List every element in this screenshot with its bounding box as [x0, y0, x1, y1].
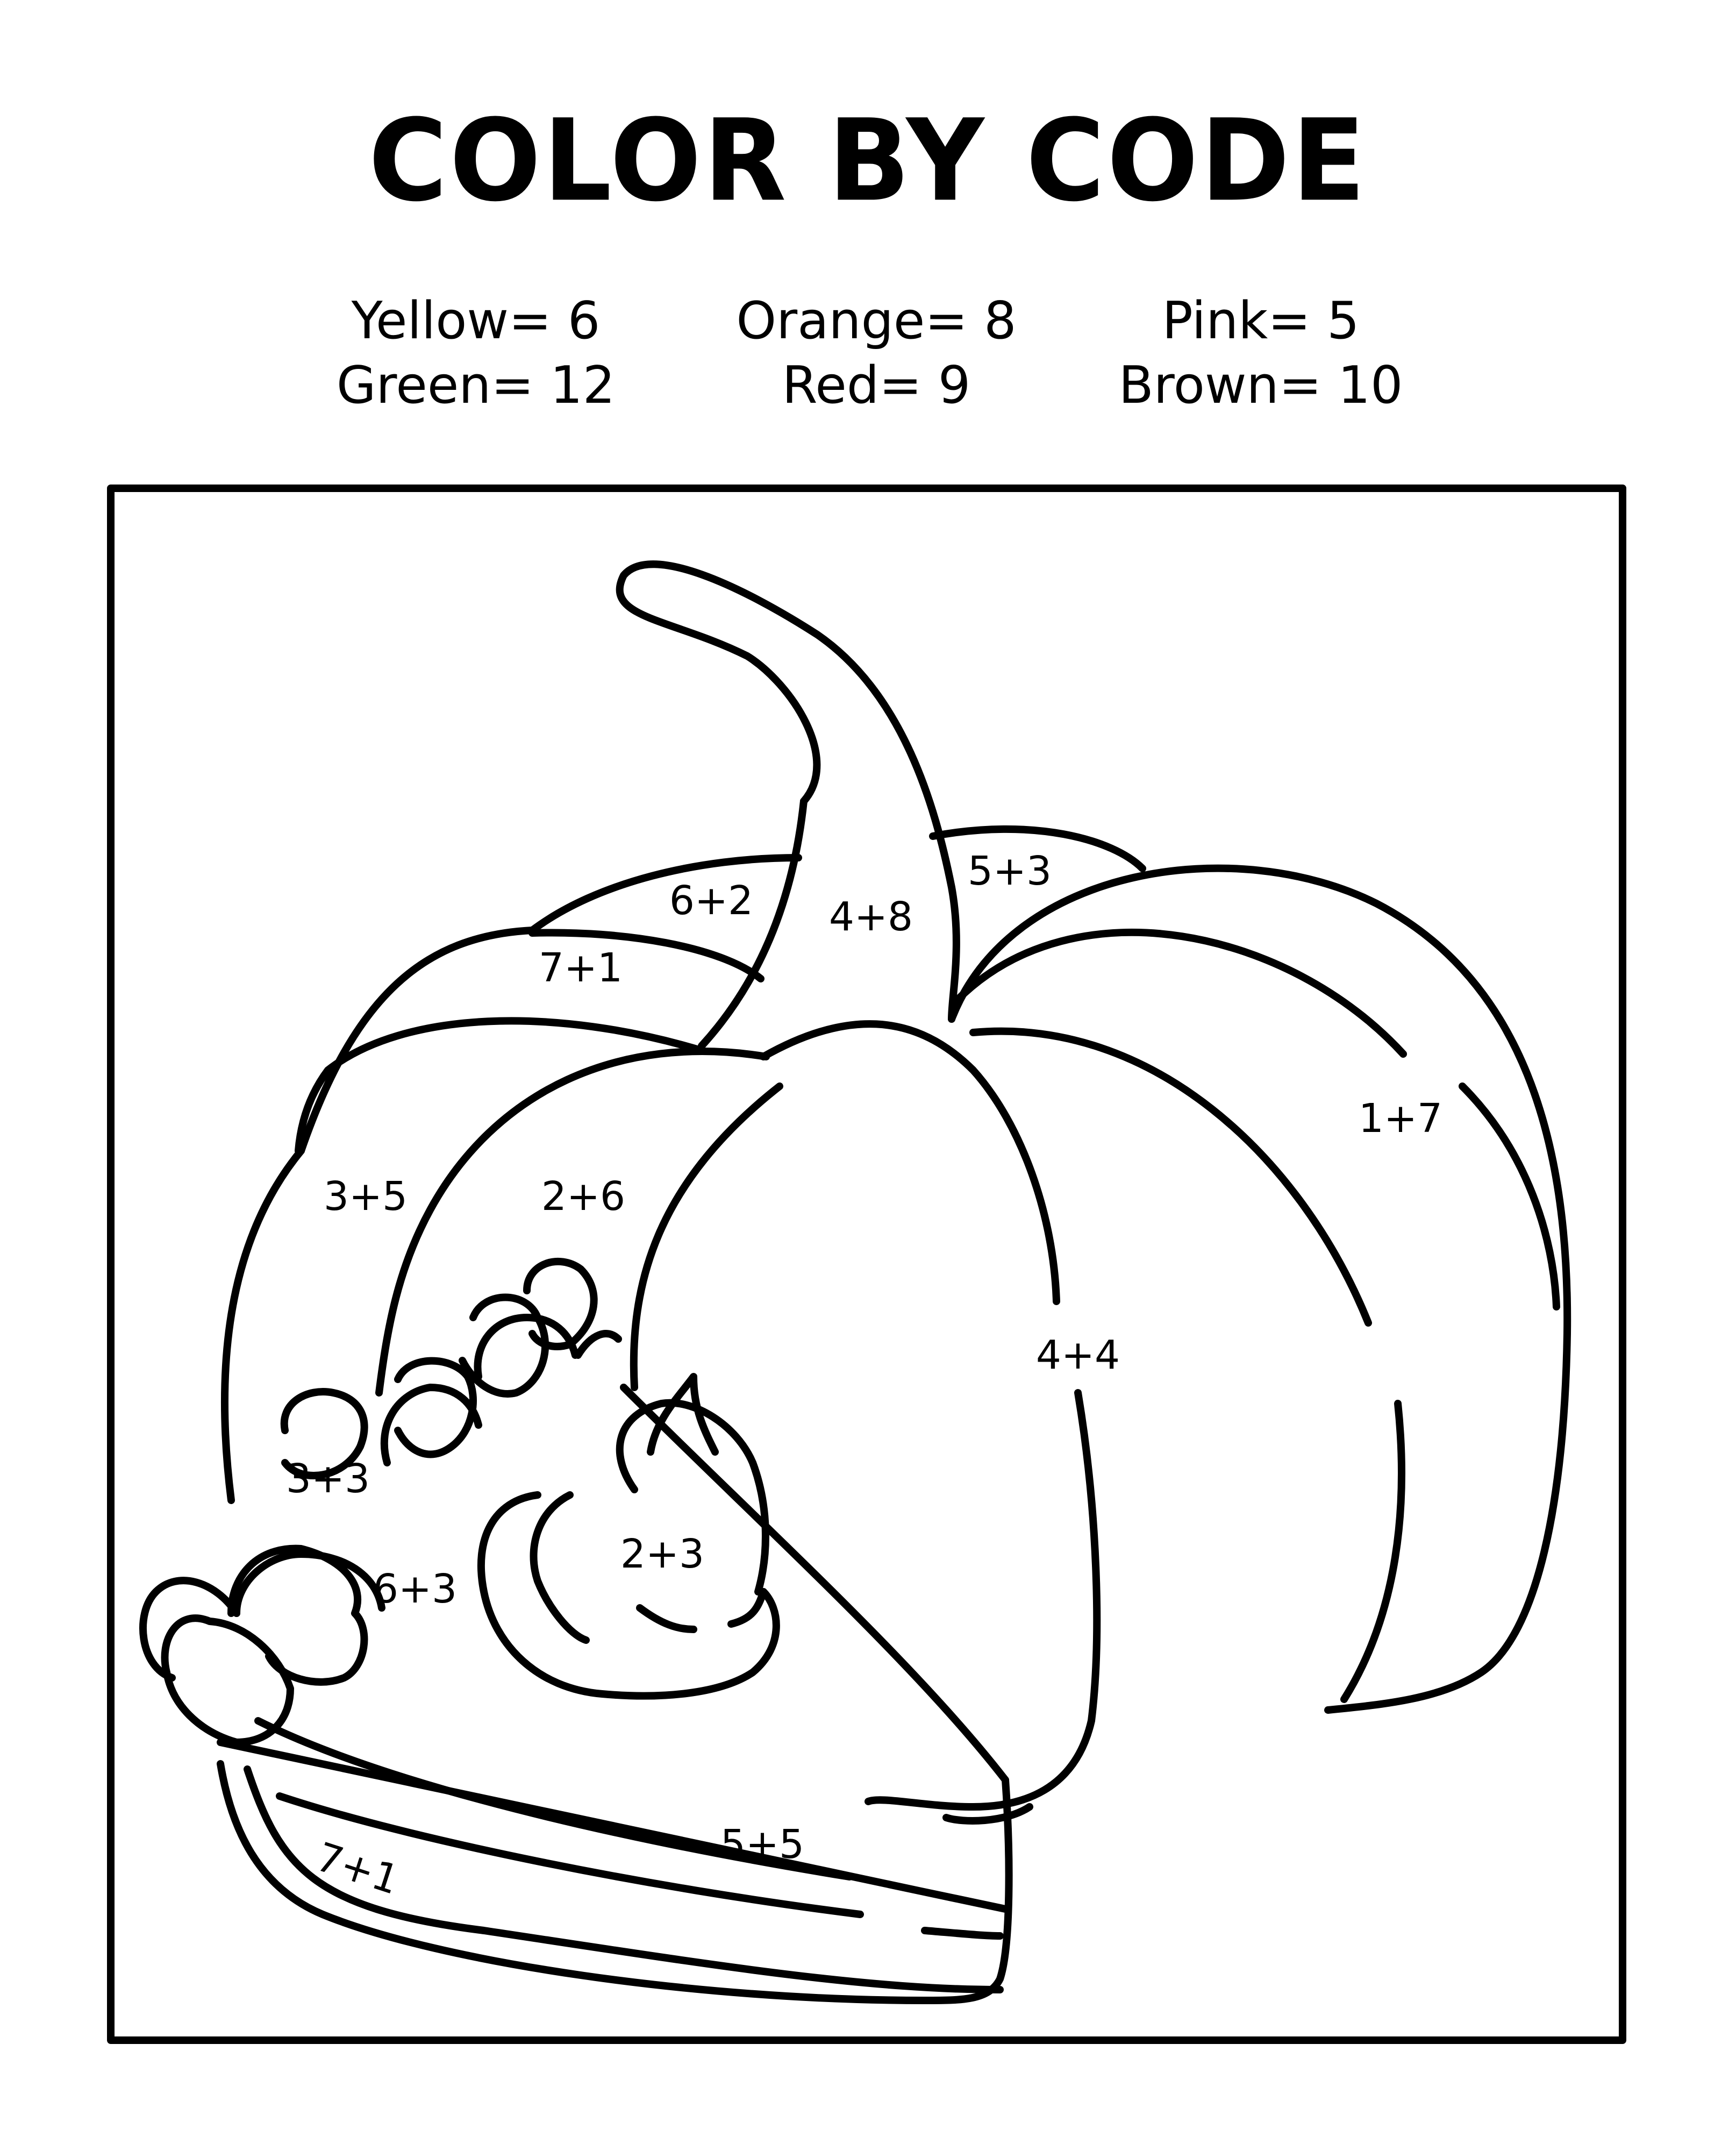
pumpkin-lobe-left-outer: [297, 927, 536, 1155]
dollop-tip: [647, 1373, 719, 1456]
dollop-base: [477, 1491, 780, 1700]
page-title: COLOR BY CODE: [368, 95, 1368, 227]
pie-slice-front: [217, 1760, 1013, 2004]
region-code-crust-cream: 3+3: [285, 1456, 370, 1502]
region-code-mid-left-lobe: 2+6: [541, 1173, 626, 1220]
cream-chain-top: [380, 1384, 482, 1466]
stem-inner-line: [698, 797, 808, 1050]
pumpkin-lobe-right-crease: [969, 1027, 1372, 1327]
region-code-pie-side: 5+5: [720, 1821, 805, 1868]
pumpkin-lobe-right-edge: [1459, 1082, 1560, 1310]
legend-yellow: Yellow= 6: [351, 291, 601, 351]
dollop-swirl: [636, 1604, 697, 1633]
pumpkin-lobe-left-edge: [220, 1147, 305, 1504]
pie-slice-right-edge: [620, 1384, 1009, 1784]
pumpkin-back-left-top: [528, 854, 802, 934]
pumpkin-lobe-front-bottom: [865, 1389, 1101, 1811]
region-code-front-lobe: 4+4: [1035, 1332, 1120, 1378]
pumpkin-stem: [616, 560, 960, 1023]
legend-green: Green= 12: [336, 356, 616, 415]
region-code-left-lobe: 3+5: [323, 1173, 408, 1220]
pie-crust-line-4: [254, 1717, 853, 1881]
region-code-dollop: 2+3: [620, 1531, 705, 1577]
dollop-inner: [530, 1491, 590, 1644]
region-code-back-left-lower: 7+1: [538, 945, 623, 991]
region-code-stem: 4+8: [828, 894, 913, 940]
pumpkin-lobe-front-left: [630, 1082, 783, 1391]
pumpkin-front-bottom-curve: [942, 1803, 1033, 1825]
cream-puff-4: [394, 1357, 477, 1458]
pie-crust-line-1: [244, 1765, 1004, 1993]
pumpkin-lobe-right-lower: [1340, 1400, 1405, 1703]
cream-chain-mid: [474, 1314, 579, 1380]
cream-puff-3: [280, 1388, 368, 1479]
pumpkin-lobe-right-inner: [953, 928, 1407, 1058]
cream-puff-2: [227, 1544, 368, 1686]
dollop-swirl-2: [727, 1588, 767, 1628]
cream-puff-6: [523, 1257, 598, 1350]
region-code-pie-filling: 6+3: [373, 1566, 458, 1612]
legend-orange: Orange= 8: [736, 291, 1017, 351]
dollop-top: [616, 1399, 769, 1596]
pumpkin-lobe-far-left: [295, 1017, 708, 1155]
legend-brown: Brown= 10: [1118, 356, 1403, 415]
picture-frame: [107, 485, 1626, 2044]
pumpkin-lobe-mid-left: [375, 1048, 770, 1397]
pumpkin-back-left-inner: [528, 929, 765, 982]
region-code-back-right: 5+3: [967, 848, 1052, 894]
cream-dollop-left: [139, 1577, 240, 1682]
region-code-back-left-top: 6+2: [669, 878, 754, 924]
pumpkin-lobe-front: [760, 1020, 1060, 1305]
legend-red: Red= 9: [782, 356, 971, 415]
region-code-right-lobe: 1+7: [1358, 1095, 1443, 1142]
pie-crust-line-3: [921, 1927, 1004, 1940]
cream-chain-end: [574, 1330, 622, 1359]
pie-slice-top: [217, 1739, 1009, 1913]
pumpkin-lobe-right: [948, 864, 1571, 1714]
legend-pink: Pink= 5: [1162, 291, 1360, 351]
cream-dollop-main: [233, 1550, 385, 1617]
pumpkin-back-right-top: [929, 825, 1146, 872]
pie-crust-line-2: [276, 1792, 864, 1918]
cream-puff-5: [459, 1293, 549, 1398]
